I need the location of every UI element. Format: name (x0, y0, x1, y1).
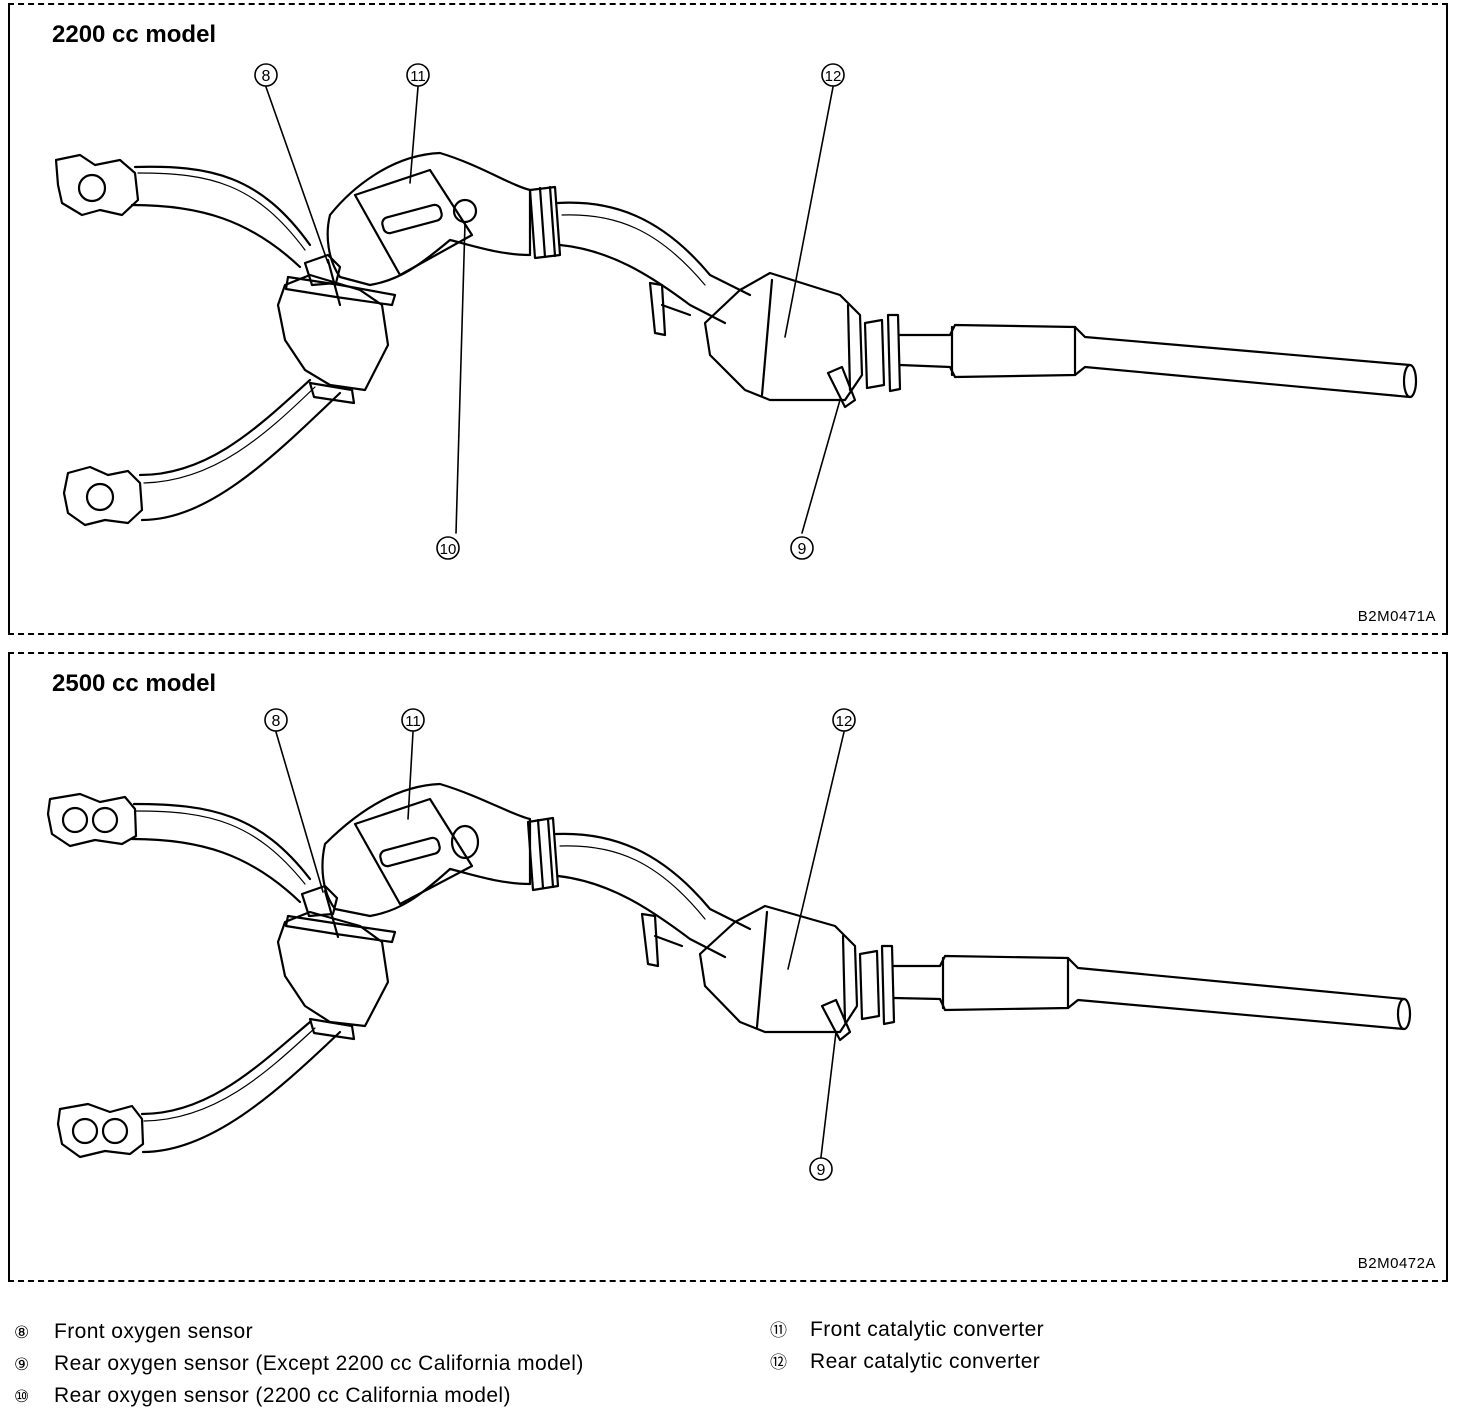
legend-item-8: ⑧ Front oxygen sensor (14, 1316, 584, 1348)
legend-text: Rear oxygen sensor (2200 cc California m… (54, 1384, 511, 1407)
svg-text:11: 11 (405, 713, 421, 730)
callout-11: 11 (406, 63, 430, 87)
heat-shield-slot (379, 836, 441, 868)
callout-9: 9 (790, 536, 814, 560)
mid-pipe (556, 201, 752, 325)
lower-header-pipe (138, 378, 342, 522)
legend-number: ⑪ (770, 1321, 788, 1340)
svg-text:8: 8 (262, 68, 271, 85)
figure-code: B2M0471A (1357, 608, 1436, 625)
upper-flange (46, 792, 138, 848)
callout-11: 11 (401, 708, 425, 732)
flange-port (77, 173, 107, 203)
flange-port (85, 482, 115, 512)
svg-text:8: 8 (272, 713, 281, 730)
legend-item-9: ⑨ Rear oxygen sensor (Except 2200 cc Cali… (14, 1348, 584, 1380)
tailpipe (898, 323, 1412, 399)
callout-10: 10 (436, 536, 460, 560)
legend-text: Rear oxygen sensor (Except 2200 cc Calif… (54, 1352, 584, 1375)
figure-code: B2M0472A (1357, 1255, 1436, 1272)
tailpipe-end (1396, 997, 1412, 1031)
mounting-bracket (640, 912, 684, 968)
callout-9: 9 (809, 1157, 833, 1181)
upper-header-pipe (130, 165, 312, 269)
y-junction (276, 273, 390, 392)
diagram-panel-2500: 2500 cc model (8, 652, 1448, 1282)
upper-flange (54, 153, 140, 217)
mounting-bracket (648, 281, 692, 337)
svg-text:9: 9 (798, 541, 807, 558)
tailpipe (892, 954, 1406, 1031)
legend-item-12: ⑫ Rear catalytic converter (770, 1346, 1044, 1378)
svg-text:12: 12 (836, 713, 853, 730)
lower-flange (62, 465, 144, 527)
rear-oxygen-sensor-10 (452, 198, 478, 224)
svg-text:11: 11 (410, 68, 426, 85)
rear-catalytic-converter (698, 904, 859, 1034)
legend-right: ⑪ Front catalytic converter ⑫ Rear catalyt… (770, 1314, 1044, 1378)
tailpipe-end (1402, 363, 1418, 399)
svg-text:10: 10 (440, 541, 457, 558)
svg-text:9: 9 (817, 1162, 826, 1179)
heat-shield-slot (381, 203, 443, 235)
callout-12: 12 (821, 63, 845, 87)
rear-oxygen-sensor-9 (826, 365, 857, 409)
y-junction (276, 910, 390, 1028)
front-catalytic-converter (321, 782, 532, 918)
flange-port (91, 806, 119, 834)
panel-title: 2200 cc model (52, 21, 217, 48)
legend-item-10: ⑩ Rear oxygen sensor (2200 cc California … (14, 1380, 584, 1412)
lower-flange (56, 1102, 145, 1159)
callout-8: 8 (254, 63, 278, 87)
legend-text: Front oxygen sensor (54, 1320, 254, 1343)
mid-flange (528, 185, 562, 260)
legend-number: ⑩ (14, 1387, 30, 1406)
mid-pipe (554, 832, 752, 959)
callout-8: 8 (264, 708, 288, 732)
diagram-panel-2200: 2200 cc model (8, 3, 1448, 635)
rear-catalytic-converter (703, 271, 864, 402)
legend-text: Rear catalytic converter (810, 1350, 1041, 1373)
flange-port (61, 806, 89, 834)
exhaust-diagram-2500: 8 11 12 9 (46, 708, 1412, 1181)
legend-item-11: ⑪ Front catalytic converter (770, 1314, 1044, 1346)
svg-text:12: 12 (825, 68, 842, 85)
panel-title: 2500 cc model (52, 670, 217, 697)
legend-left: ⑧ Front oxygen sensor ⑨ Rear oxygen sensor… (14, 1316, 584, 1412)
exhaust-diagram-2200: 8 11 12 10 9 (54, 63, 1418, 560)
legend-number: ⑨ (14, 1355, 30, 1374)
legend-text: Front catalytic converter (810, 1318, 1045, 1341)
front-catalytic-converter (326, 151, 532, 287)
legend-number: ⑧ (14, 1323, 30, 1342)
lower-header-pipe (140, 1020, 342, 1154)
flange-port (101, 1117, 129, 1145)
rear-oxygen-sensor-9 (820, 998, 852, 1042)
upper-header-pipe (130, 802, 312, 904)
callout-12: 12 (832, 708, 856, 732)
mid-flange (526, 816, 560, 892)
flange-port (71, 1117, 99, 1145)
legend-number: ⑫ (770, 1353, 788, 1372)
